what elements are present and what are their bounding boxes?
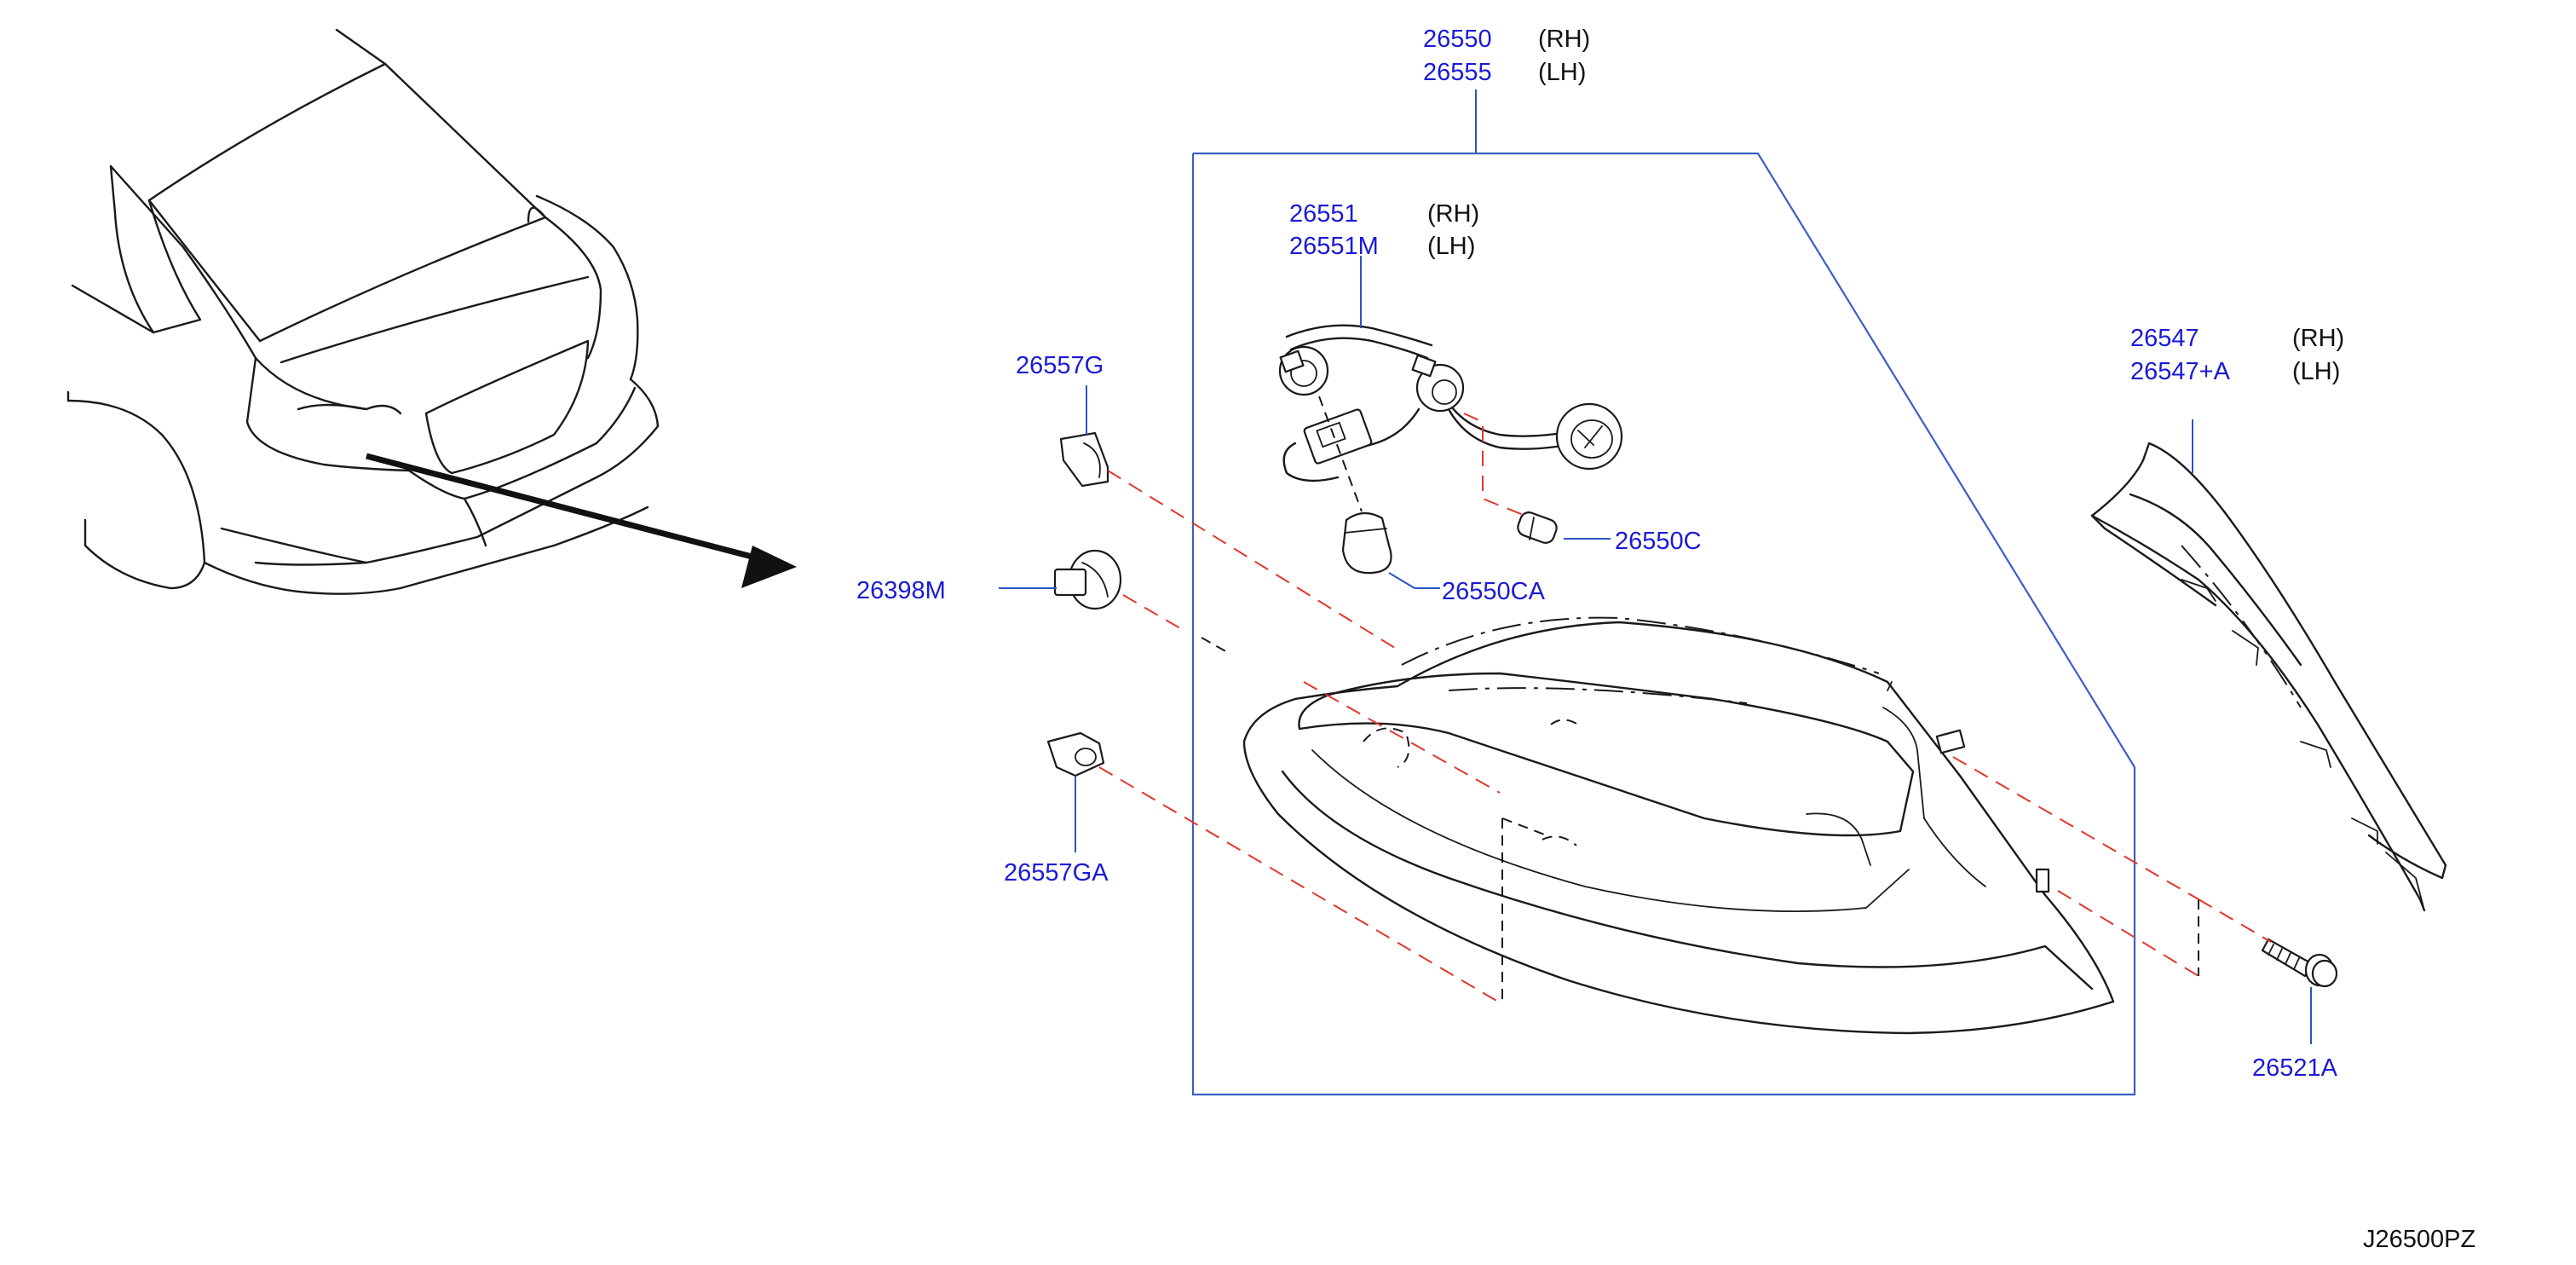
label-lamp-side-lh: (LH): [1538, 59, 1586, 86]
label-finisher-part-rh: 26547: [2130, 325, 2199, 352]
leader-lines: [999, 256, 2312, 1044]
wiring-harness: [1278, 324, 1623, 482]
grommet-lower: [1046, 731, 1105, 777]
bulb-26550ca: [1318, 396, 1392, 575]
label-bulb-small: 26550C: [1615, 528, 1702, 555]
label-lamp-part-rh: 26550: [1423, 26, 1492, 53]
grommet-upper: [1059, 431, 1109, 488]
rear-finisher: [2090, 442, 2447, 912]
label-grommet-middle: 26398M: [856, 577, 946, 604]
label-grommet-lower: 26557GA: [1004, 859, 1109, 887]
label-finisher-side-rh: (RH): [2292, 325, 2344, 352]
label-bolt: 26521A: [2252, 1054, 2338, 1082]
label-harness-part-rh: 26551: [1289, 200, 1358, 228]
label-harness-side-lh: (LH): [1427, 233, 1475, 260]
grommet-middle: [1053, 549, 1122, 610]
lamp-assembly-box: [1191, 152, 2136, 1096]
label-finisher-side-lh: (LH): [2292, 358, 2340, 385]
label-bulb-stop: 26550CA: [1442, 578, 1546, 605]
car-rear-illustration: [66, 28, 797, 595]
label-finisher-part-lh: 26547+A: [2130, 358, 2231, 385]
tail-lamp-assembly: [1242, 616, 2199, 1035]
label-harness-side-rh: (RH): [1427, 200, 1479, 228]
assembly-guide-lines: [1098, 470, 2272, 1005]
label-lamp-side-rh: (RH): [1538, 26, 1590, 53]
label-grommet-upper: 26557G: [1016, 352, 1104, 379]
diagram-code: J26500PZ: [2363, 1226, 2475, 1253]
bulb-26550c: [1517, 511, 1558, 544]
label-lamp-part-lh: 26555: [1423, 59, 1492, 86]
label-harness-part-lh: 26551M: [1289, 233, 1379, 260]
bolt-26521a: [2261, 938, 2338, 988]
